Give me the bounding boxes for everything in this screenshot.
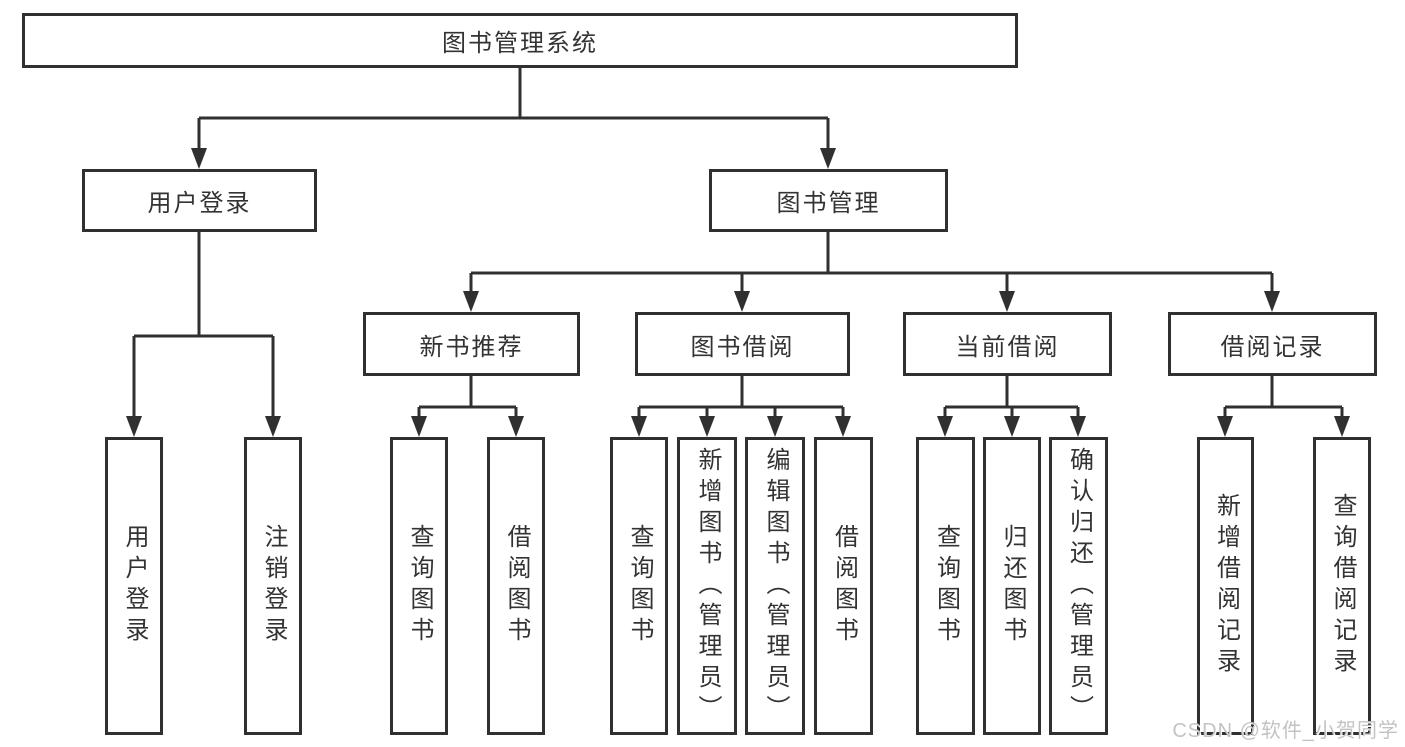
leaf-cb-confirm-return: 确认归还（管理员）: [1049, 437, 1108, 735]
leaf-rec-borrow-book: 借阅图书: [487, 437, 545, 735]
node-new-book-rec: 新书推荐: [363, 312, 580, 376]
edge-current-borrow-stem: [945, 376, 1078, 409]
leaf-cb-return-book: 归还图书: [983, 437, 1041, 735]
csdn-watermark: CSDN @软件_小贺同学: [1172, 720, 1399, 742]
leaf-logout: 注销登录: [244, 437, 302, 735]
node-root: 图书管理系统: [22, 13, 1018, 68]
edge-book-borrow-stem: [639, 376, 843, 409]
edge-borrow-records-stem: [1225, 376, 1342, 409]
leaf-bb-query-book: 查询图书: [610, 437, 668, 735]
arrowheads: [126, 148, 1350, 437]
leaf-cb-query-book: 查询图书: [916, 437, 975, 735]
leaf-bb-add-book: 新增图书（管理员）: [677, 437, 737, 735]
leaf-bb-edit-book: 编辑图书（管理员）: [745, 437, 805, 735]
leaf-rec-query-book: 查询图书: [390, 437, 448, 735]
node-user-login: 用户登录: [82, 169, 317, 232]
leaf-br-add-record: 新增借阅记录: [1197, 437, 1254, 735]
node-book-borrow: 图书借阅: [635, 312, 850, 376]
edge-root-stem: [199, 68, 828, 120]
edge-new-book-rec-stem: [419, 376, 516, 409]
leaf-user-login: 用户登录: [105, 437, 163, 735]
edge-book-mgmt-stem: [471, 232, 1272, 275]
leaf-bb-borrow-book: 借阅图书: [814, 437, 873, 735]
node-current-borrow: 当前借阅: [903, 312, 1112, 376]
edge-user-login-stem: [134, 232, 273, 338]
node-borrow-records: 借阅记录: [1168, 312, 1377, 376]
leaf-br-query-record: 查询借阅记录: [1313, 437, 1371, 735]
node-book-mgmt: 图书管理: [709, 169, 948, 232]
